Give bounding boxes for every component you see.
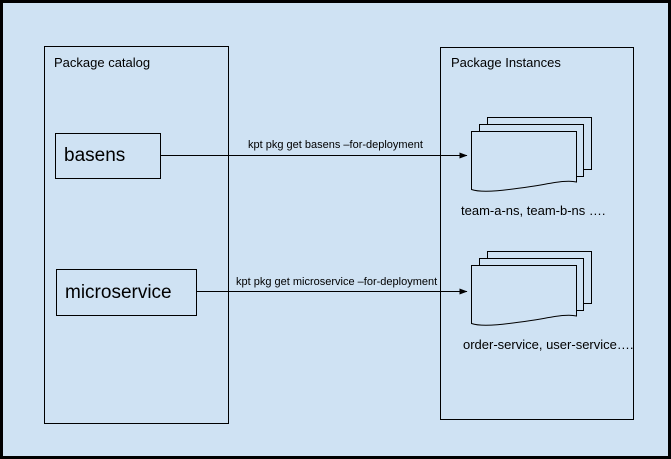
document-front-icon xyxy=(471,265,577,326)
basens-instances-document-stack-icon xyxy=(471,117,593,194)
document-front-icon xyxy=(471,131,577,192)
package-catalog-box: Package catalog basens microservice xyxy=(44,46,229,424)
package-instances-title: Package Instances xyxy=(451,55,561,70)
basens-instances-caption: team-a-ns, team-b-ns …. xyxy=(461,203,606,218)
microservice-instances-document-stack-icon xyxy=(471,251,593,328)
microservice-package-box: microservice xyxy=(56,269,197,316)
kpt-get-microservice-command-label: kpt pkg get microservice –for-deployment xyxy=(236,276,438,288)
microservice-package-label: microservice xyxy=(65,281,172,303)
basens-package-box: basens xyxy=(55,133,161,179)
microservice-instances-caption: order-service, user-service…. xyxy=(463,337,634,352)
kpt-get-basens-command-label: kpt pkg get basens –for-deployment xyxy=(248,139,423,151)
package-instances-box: Package Instances xyxy=(440,47,634,420)
basens-package-label: basens xyxy=(64,145,126,166)
package-catalog-title: Package catalog xyxy=(54,55,151,70)
